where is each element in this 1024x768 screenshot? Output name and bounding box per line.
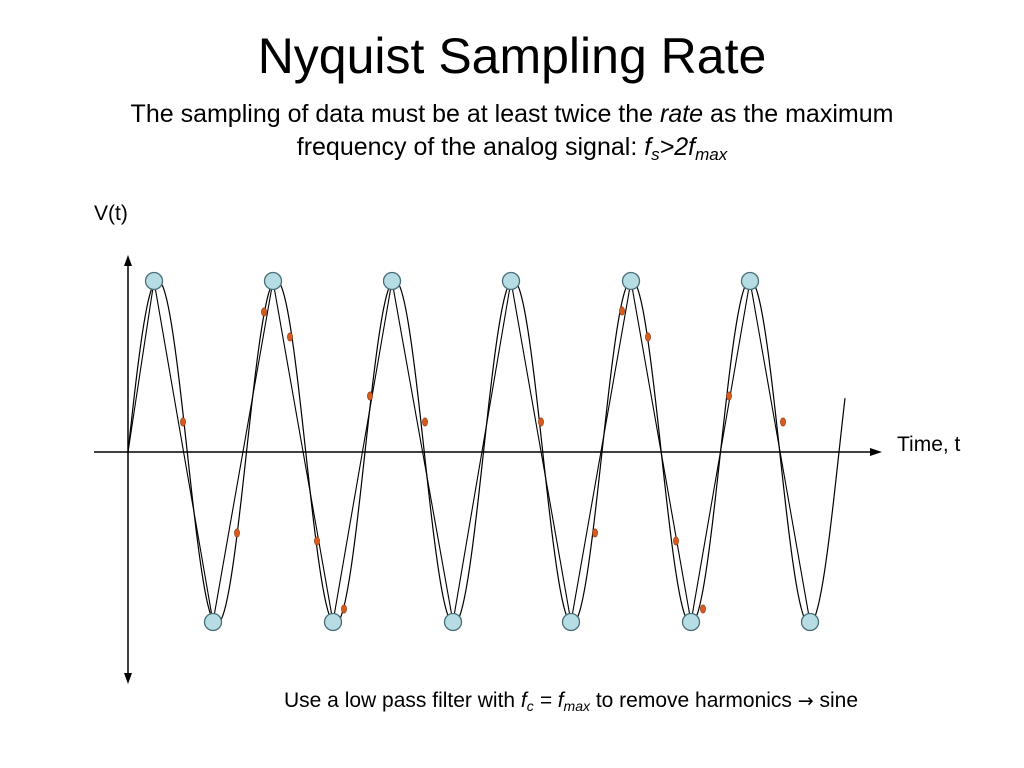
sample-point-trough: [800, 612, 820, 632]
intermediate-point: [261, 307, 267, 317]
sample-point-peak: [144, 271, 164, 291]
sample-point-trough: [323, 612, 343, 632]
intermediate-point: [538, 417, 544, 427]
intermediate-point: [367, 391, 373, 401]
cutoff-formula: fc = fmax: [520, 689, 590, 714]
sample-point-trough: [203, 612, 223, 632]
intermediate-point: [422, 417, 428, 427]
sample-point-trough: [561, 612, 581, 632]
sample-point-peak: [382, 271, 402, 291]
footnote-text-2: to remove harmonics: [590, 689, 798, 712]
intermediate-point: [180, 417, 186, 427]
subtitle-text-3: frequency of the analog signal:: [296, 133, 645, 161]
intermediate-points: [180, 306, 786, 614]
subtitle-emphasis: rate: [660, 100, 704, 128]
intermediate-point: [645, 332, 651, 342]
intermediate-point: [314, 536, 320, 546]
intermediate-point: [341, 604, 347, 614]
intermediate-point: [673, 536, 679, 546]
x-axis-label: Time, t: [897, 433, 961, 456]
footnote-text-3: sine: [813, 689, 859, 712]
slide-subtitle: The sampling of data must be at least tw…: [40, 98, 984, 164]
intermediate-point: [619, 306, 625, 316]
intermediate-point: [726, 391, 732, 401]
right-arrow-icon: →: [797, 690, 814, 712]
footnote: Use a low pass filter with fc = fmax to …: [284, 688, 858, 714]
footnote-text-1: Use a low pass filter with: [284, 689, 521, 712]
nyquist-formula: fs>2fmax: [644, 133, 728, 164]
sample-point-trough: [681, 612, 701, 632]
x-axis-arrow: [870, 448, 882, 456]
slide-title: Nyquist Sampling Rate: [257, 28, 767, 84]
intermediate-point: [592, 528, 598, 538]
subtitle-text-2: as the maximum: [703, 100, 894, 128]
y-axis-label: V(t): [94, 202, 128, 225]
y-axis-arrow-up: [124, 255, 132, 266]
sample-point-peak: [621, 271, 641, 291]
subtitle-text-1: The sampling of data must be at least tw…: [130, 100, 660, 128]
intermediate-point: [234, 528, 240, 538]
intermediate-point: [287, 332, 293, 342]
sample-point-peak: [501, 271, 521, 291]
sample-point-peak: [740, 271, 760, 291]
sample-points: [144, 271, 820, 632]
y-axis-arrow-down: [124, 673, 132, 684]
intermediate-point: [780, 417, 786, 427]
intermediate-point: [700, 604, 706, 614]
sample-point-peak: [263, 271, 283, 291]
sample-point-trough: [443, 612, 463, 632]
